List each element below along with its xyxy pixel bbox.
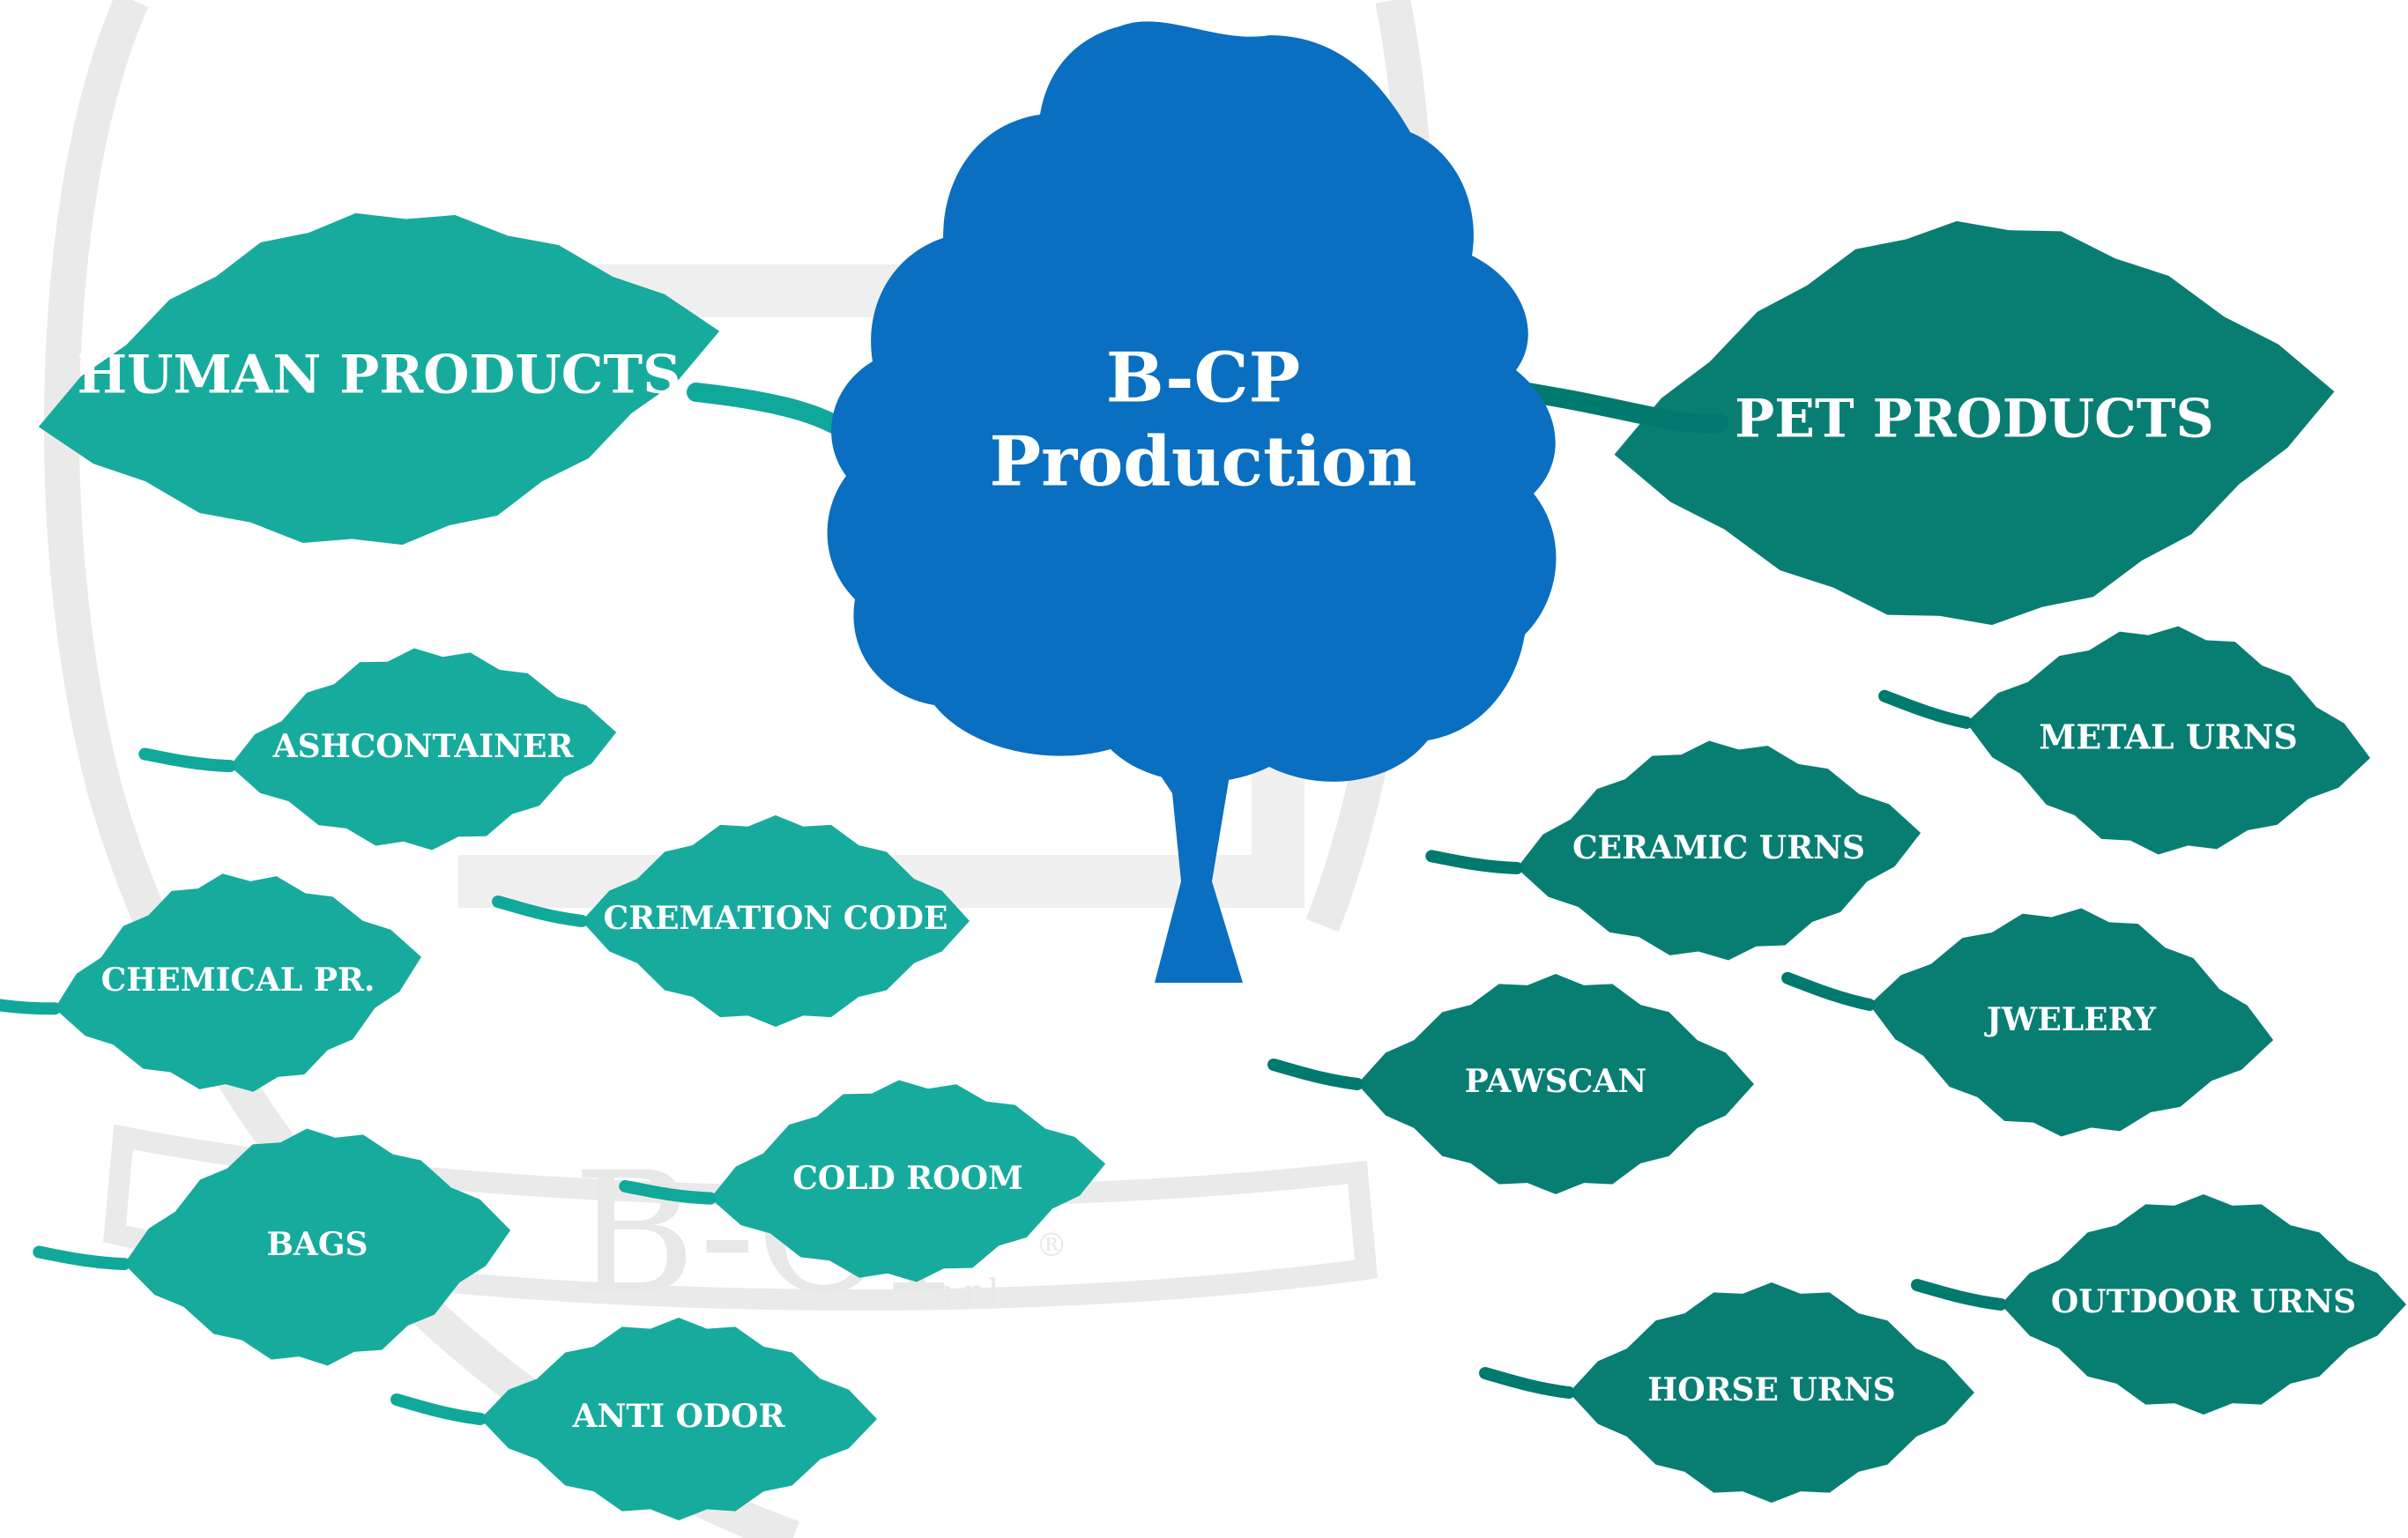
product-label: BAGS [266, 1226, 368, 1263]
product-label: CREMATION CODE [604, 900, 948, 937]
product-leaf-pawscan: PAWSCAN [1267, 974, 1754, 1194]
leaf-shape [229, 648, 617, 851]
category-leaf-human-products: HUMAN PRODUCTS [38, 212, 720, 546]
watermark-registered: ® [1036, 1228, 1067, 1264]
leaf-shape [1569, 1282, 1974, 1503]
leaf-shape [1516, 740, 1921, 961]
leaf-stem [1479, 1367, 1575, 1399]
product-leaf-ceramic-urns: CERAMIC URNS [1425, 740, 1921, 961]
category-leaf-pet-products: PET PRODUCTS [1614, 220, 2335, 626]
leaf-shape [1614, 220, 2335, 626]
product-label: CERAMIC URNS [1572, 829, 1865, 866]
product-leaf-cold-room: COLD ROOM [619, 1080, 1106, 1282]
product-leaf-horse-urns: HORSE URNS [1479, 1282, 1974, 1503]
tree-trunk [1137, 723, 1243, 983]
product-leaf-cremation-code: CREMATION CODE [492, 815, 970, 1027]
leaf-stem [0, 994, 62, 1015]
product-label: OUTDOOR URNS [2051, 1283, 2356, 1320]
product-label: COLD ROOM [792, 1160, 1023, 1197]
product-label: ASHCONTAINER [272, 728, 575, 765]
leaf-stem [1267, 1059, 1364, 1090]
leaf-shape [1966, 626, 2371, 855]
leaf-stem [1911, 1279, 2007, 1311]
product-leaf-chemical-pr: CHEMICAL PR. [0, 873, 421, 1092]
product-label: METAL URNS [2039, 717, 2298, 757]
leaf-shape [582, 815, 970, 1027]
leaf-shape [480, 1318, 877, 1520]
leaf-stem [1425, 850, 1523, 875]
product-leaf-metal-urns: METAL URNS [1878, 626, 2371, 855]
leaf-stem [33, 1245, 130, 1271]
leaf-shape [2001, 1194, 2406, 1415]
product-leaf-anti-odor: ANTI ODOR [390, 1318, 877, 1520]
leaf-stem [390, 1393, 487, 1425]
watermark-suffix: s.r.l. [934, 1273, 1010, 1313]
leaf-stem [1781, 971, 1876, 1011]
product-label: CHEMICAL PR. [101, 962, 375, 999]
center-title-line1: B-CP [1106, 338, 1300, 419]
product-leaf-jwelery: JWELERY [1781, 908, 2274, 1137]
tree: B-CP Production [827, 21, 1557, 983]
product-label: HORSE URNS [1647, 1371, 1895, 1408]
category-label: PET PRODUCTS [1735, 389, 2214, 450]
leaf-stem [138, 747, 236, 773]
leaf-shape [1869, 908, 2274, 1137]
product-label: ANTI ODOR [572, 1398, 786, 1435]
product-leaf-outdoor-urns: OUTDOOR URNS [1911, 1194, 2406, 1415]
product-label: PAWSCAN [1465, 1063, 1647, 1100]
product-leaf-ashcontainer: ASHCONTAINER [138, 648, 617, 851]
leaf-stem [492, 895, 588, 927]
leaf-shape [38, 212, 720, 546]
product-label: JWELERY [1984, 1001, 2157, 1038]
leaf-shape [123, 1128, 511, 1366]
product-leaf-bags: BAGS [33, 1128, 511, 1366]
leaf-shape [710, 1080, 1106, 1282]
center-title-line2: Production [990, 422, 1417, 502]
tree-crown [827, 21, 1557, 783]
leaf-stem [1878, 689, 1973, 729]
leaf-shape [1357, 974, 1754, 1194]
leaf-stem [619, 1179, 717, 1205]
leaf-shape [55, 873, 421, 1092]
category-label: HUMAN PRODUCTS [77, 345, 680, 406]
